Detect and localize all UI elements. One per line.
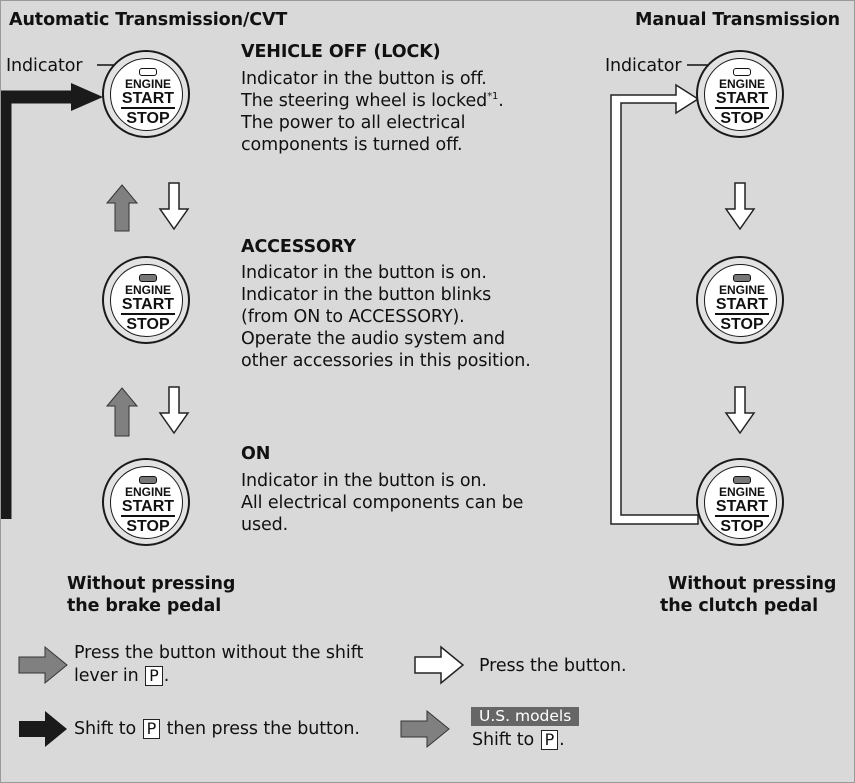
legend-gray-text-line2: lever in P. <box>74 666 170 686</box>
indicator-light-on <box>139 274 157 282</box>
caption-manual-line1: Without pressing <box>668 574 837 594</box>
indicator-light-off <box>139 68 157 76</box>
white-down-arrow-1 <box>158 182 190 231</box>
legend-white-text: Press the button. <box>479 656 627 676</box>
engine-start-stop-button-icon: ENGINE START STOP <box>102 256 190 344</box>
indicator-label-manual: Indicator <box>605 56 682 76</box>
indicator-light-off <box>733 68 751 76</box>
legend-gray-arrow-1 <box>18 645 68 685</box>
legend-gray-text-line1: Press the button without the shift <box>74 643 364 663</box>
footnote-mark: *1 <box>487 91 499 102</box>
legend-black-arrow <box>19 711 67 747</box>
legend-black-text: Shift to P then press the button. <box>74 719 360 739</box>
indicator-light-on <box>733 476 751 484</box>
gray-up-arrow-1 <box>105 184 139 232</box>
indicator-light-on <box>733 274 751 282</box>
state-desc-on: Indicator in the button is on. All elect… <box>241 471 524 535</box>
indicator-label-auto: Indicator <box>6 56 83 76</box>
white-down-arrow-3 <box>724 182 756 231</box>
state-desc-accessory: Indicator in the button is on. Indicator… <box>241 263 531 371</box>
legend-gray-arrow-2 <box>400 709 450 749</box>
white-down-arrow-4 <box>724 386 756 435</box>
caption-auto-line1: Without pressing <box>67 574 236 594</box>
park-box: P <box>540 730 559 750</box>
engine-start-stop-button-icon: ENGINE START STOP <box>696 256 784 344</box>
heading-manual: Manual Transmission <box>635 10 841 30</box>
legend-gray2-text: Shift to P. <box>472 730 565 750</box>
white-down-arrow-2 <box>158 386 190 435</box>
gray-up-arrow-2 <box>105 387 139 437</box>
caption-manual-line2: the clutch pedal <box>660 596 819 616</box>
park-box: P <box>145 666 163 686</box>
legend-white-arrow <box>414 645 465 685</box>
us-models-badge: U.S. models <box>471 707 580 726</box>
state-title-accessory: ACCESSORY <box>241 237 356 257</box>
engine-start-stop-button-icon: ENGINE START STOP <box>696 50 784 138</box>
park-box: P <box>142 719 161 739</box>
state-title-on: ON <box>241 444 271 464</box>
heading-auto: Automatic Transmission/CVT <box>9 10 288 30</box>
indicator-light-on <box>139 476 157 484</box>
state-desc-off: Indicator in the button is off. The stee… <box>241 69 504 155</box>
state-title-off: VEHICLE OFF (LOCK) <box>241 42 441 62</box>
engine-start-stop-button-icon: ENGINE START STOP <box>102 458 190 546</box>
white-path-arrow <box>610 83 700 525</box>
engine-start-stop-button-icon: ENGINE START STOP <box>696 458 784 546</box>
black-path-arrow <box>1 90 73 519</box>
black-arrowhead <box>71 83 103 111</box>
caption-auto-line2: the brake pedal <box>67 596 222 616</box>
engine-start-stop-button-icon: ENGINE START STOP <box>102 50 190 138</box>
